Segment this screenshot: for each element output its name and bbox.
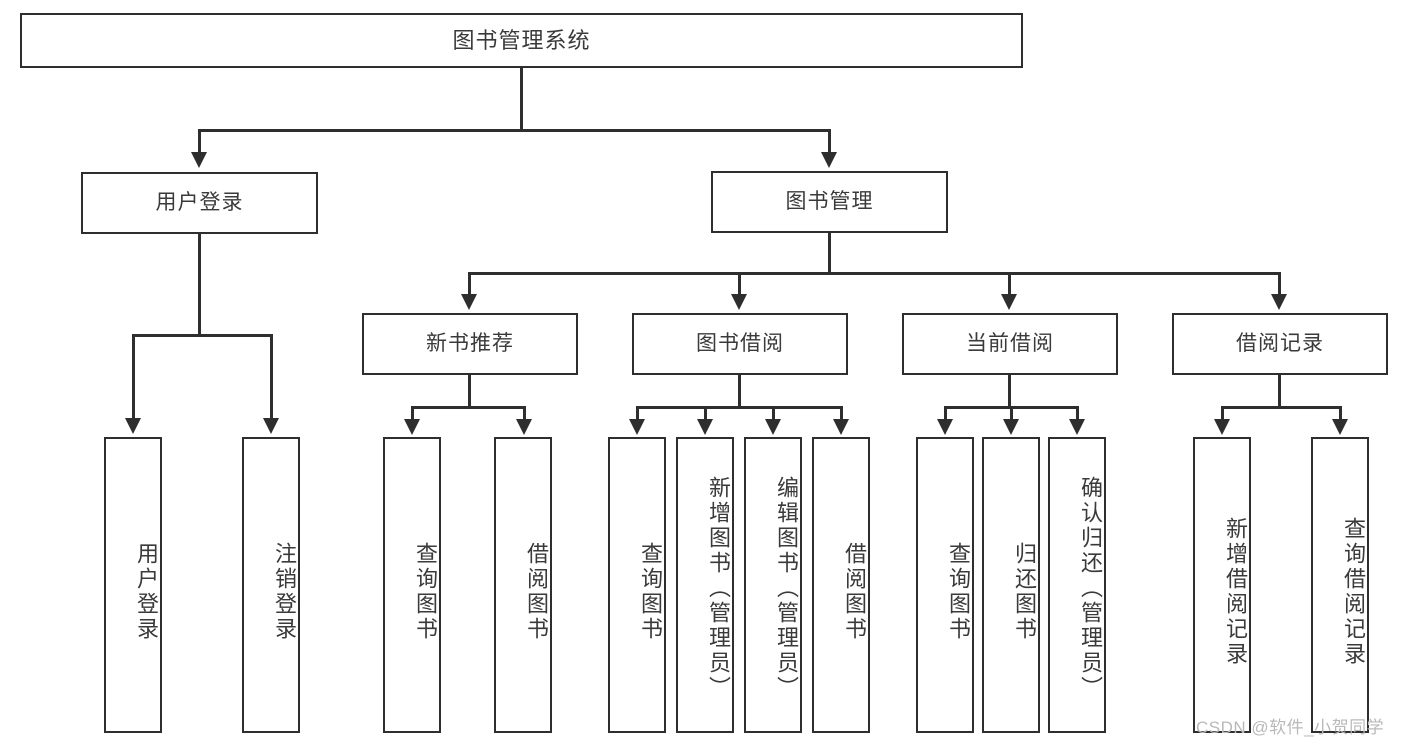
connector-user-login-drop-2: [270, 334, 273, 421]
connector-book-borrow-bar: [636, 406, 842, 409]
arrow-user-login-leaf-1: [125, 418, 141, 434]
connector-current-borrow-stem: [1008, 375, 1011, 407]
leaf-borrow-book-recommend[interactable]: 借阅图书: [494, 437, 552, 733]
connector-borrow-record-drop-1: [1221, 406, 1224, 421]
connector-current-borrow-drop-3: [1076, 406, 1079, 421]
node-book-borrow[interactable]: 图书借阅: [632, 313, 848, 375]
leaf-return-book[interactable]: 归还图书: [982, 437, 1040, 733]
arrow-borrow-record-leaf-1: [1214, 419, 1230, 435]
arrow-book-borrow-leaf-3: [765, 419, 781, 435]
connector-new-book-stem: [468, 375, 471, 407]
arrow-book-manage-to-new-book: [461, 294, 477, 310]
arrow-current-borrow-leaf-2: [1003, 419, 1019, 435]
arrow-book-manage-to-book-borrow: [731, 294, 747, 310]
connector-book-manage-stem: [828, 233, 831, 273]
leaf-query-borrow-record[interactable]: 查询借阅记录: [1311, 437, 1369, 733]
connector-book-borrow-drop-1: [636, 406, 639, 421]
arrow-book-manage-to-borrow-record: [1271, 294, 1287, 310]
connector-current-borrow-drop-2: [1010, 406, 1013, 421]
connector-current-borrow-drop-1: [944, 406, 947, 421]
connector-book-borrow-drop-3: [772, 406, 775, 421]
connector-root-to-user-login: [198, 129, 201, 155]
arrow-book-manage-to-current-borrow: [1001, 294, 1017, 310]
arrow-borrow-record-leaf-2: [1332, 419, 1348, 435]
connector-book-borrow-drop-2: [704, 406, 707, 421]
node-borrow-record[interactable]: 借阅记录: [1172, 313, 1388, 375]
connector-book-manage-drop-3: [1008, 272, 1011, 297]
arrow-root-to-book-manage: [821, 152, 837, 168]
arrow-new-book-leaf-2: [516, 419, 532, 435]
arrow-new-book-leaf-1: [404, 419, 420, 435]
arrow-book-borrow-leaf-1: [629, 419, 645, 435]
leaf-logout-login[interactable]: 注销登录: [242, 437, 300, 733]
node-book-manage[interactable]: 图书管理: [711, 171, 948, 233]
arrow-current-borrow-leaf-1: [937, 419, 953, 435]
leaf-add-book-admin[interactable]: 新增图书（管理员）: [676, 437, 734, 733]
leaf-confirm-return-admin[interactable]: 确认归还（管理员）: [1048, 437, 1106, 733]
connector-user-login-bar: [132, 334, 272, 337]
connector-new-book-bar: [411, 406, 525, 409]
connector-user-login-stem: [198, 234, 201, 335]
node-root-system[interactable]: 图书管理系统: [20, 13, 1023, 68]
leaf-user-login[interactable]: 用户登录: [104, 437, 162, 733]
connector-new-book-drop-2: [523, 406, 526, 421]
connector-root-stem: [520, 68, 523, 130]
arrow-book-borrow-leaf-2: [697, 419, 713, 435]
connector-book-borrow-stem: [738, 375, 741, 407]
csdn-watermark: CSDN @软件_小贺同学: [1196, 718, 1385, 737]
node-new-book-recommend[interactable]: 新书推荐: [362, 313, 578, 375]
arrow-current-borrow-leaf-3: [1069, 419, 1085, 435]
connector-book-manage-bar: [468, 272, 1280, 275]
connector-new-book-drop-1: [411, 406, 414, 421]
arrow-root-to-user-login: [191, 152, 207, 168]
arrow-user-login-leaf-2: [263, 418, 279, 434]
connector-user-login-drop-1: [132, 334, 135, 421]
leaf-query-book-current[interactable]: 查询图书: [916, 437, 974, 733]
node-user-login[interactable]: 用户登录: [81, 172, 318, 234]
connector-book-borrow-drop-4: [840, 406, 843, 421]
connector-book-manage-drop-4: [1278, 272, 1281, 297]
node-current-borrow[interactable]: 当前借阅: [902, 313, 1118, 375]
connector-borrow-record-bar: [1221, 406, 1341, 409]
connector-borrow-record-drop-2: [1339, 406, 1342, 421]
leaf-query-book-recommend[interactable]: 查询图书: [383, 437, 441, 733]
connector-book-manage-drop-2: [738, 272, 741, 297]
leaf-add-borrow-record[interactable]: 新增借阅记录: [1193, 437, 1251, 733]
leaf-borrow-book[interactable]: 借阅图书: [812, 437, 870, 733]
arrow-book-borrow-leaf-4: [833, 419, 849, 435]
leaf-query-book-borrow[interactable]: 查询图书: [608, 437, 666, 733]
leaf-edit-book-admin[interactable]: 编辑图书（管理员）: [744, 437, 802, 733]
connector-book-manage-drop-1: [468, 272, 471, 297]
connector-root-bar: [198, 129, 830, 132]
connector-borrow-record-stem: [1278, 375, 1281, 407]
connector-root-to-book-manage: [828, 129, 831, 155]
